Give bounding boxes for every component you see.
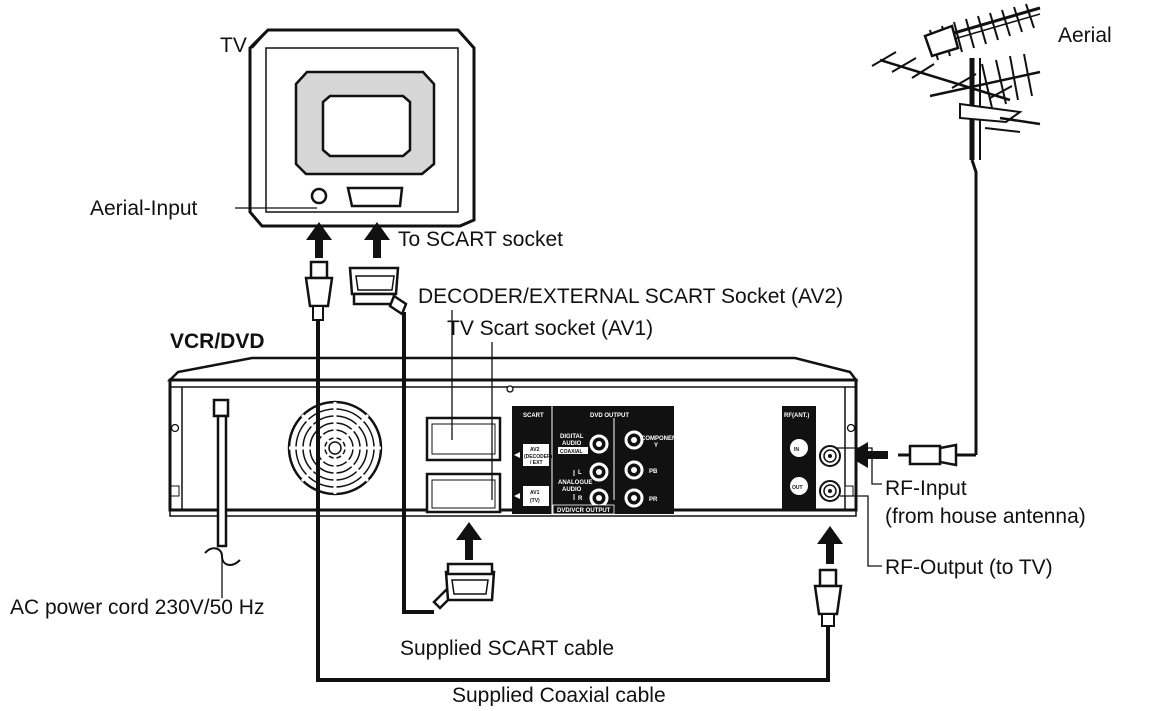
coax-plug-tv [304,260,334,321]
panel-analogue-label: ANALOGUE [558,480,592,486]
scart-socket-av1 [425,472,502,514]
rf-output-leader [840,495,882,567]
rf-input-leader [836,447,882,485]
tv-scart-arrow [364,222,390,258]
coax-cable-label: Supplied Coaxial cable [452,684,666,706]
aerial-label: Aerial [1058,24,1112,47]
to-scart-socket-label: To SCART socket [398,228,563,251]
panel-pb-label: PB [649,469,658,475]
panel-audio2-label: AUDIO [562,487,582,493]
panel-l-label: L [578,470,582,476]
panel-av1-label: AV1 [530,490,540,496]
rf-output-arrow [817,526,843,564]
coax-plug-vcr [813,568,843,627]
tv-set [248,28,476,228]
panel-component-label: COMPONENT [641,436,680,442]
rf-output-label: RF-Output (to TV) [885,556,1053,579]
panel-tv-label: (TV) [530,498,540,504]
aerial-input-label: Aerial-Input [90,197,198,220]
tv-label: TV [220,34,247,57]
vcr-dvd-label: VCR/DVD [170,330,265,353]
aerial-antenna [871,3,1041,445]
rf-panel: RF(ANT.) IN OUT [782,406,816,510]
connector-panel: SCART DVD OUTPUT AV2 (DECODER) / EXT AV1… [512,406,680,515]
rf-input-sub-label: (from house antenna) [885,505,1086,528]
rf-in-jack [819,445,841,467]
panel-y-label: Y [654,443,658,449]
panel-coaxial-label: COAXIAL [560,449,583,455]
ac-power-label: AC power cord 230V/50 Hz [10,596,264,619]
panel-r-label: R [578,496,583,502]
panel-scart-label: SCART [523,413,544,419]
tv-scart-label: TV Scart socket (AV1) [447,317,653,340]
scart-socket-av2 [425,416,502,462]
panel-dvd-output-label: DVD OUTPUT [590,413,629,419]
coaxial-cable [316,320,830,682]
panel-dvd-vcr-output-label: DVD/VCR OUTPUT [557,508,611,514]
rf-input-label: RF-Input [885,477,967,500]
scart-vcr-arrow [456,522,482,560]
scart-cable-label: Supplied SCART cable [400,637,614,660]
fan-grille [287,400,383,496]
panel-ext-label: / EXT [530,460,543,466]
panel-digital-label: DIGITAL [560,434,584,440]
panel-pr-label: PR [649,497,658,503]
panel-out-label: OUT [792,485,803,491]
panel-in-label: IN [794,447,799,453]
panel-audio-label: AUDIO [562,441,582,447]
panel-av2-label: AV2 [530,447,540,453]
scart-plug-vcr [432,562,496,610]
scart-cable [402,312,434,614]
ac-power-cord [204,398,241,598]
panel-rf-ant-label: RF(ANT.) [784,413,809,419]
aerial-plug [898,443,978,467]
tv-aerial-arrow [306,222,332,258]
decoder-scart-label: DECODER/EXTERNAL SCART Socket (AV2) [418,285,843,308]
tv-aerial-input-jack [310,187,328,205]
panel-decoder-label: (DECODER) [524,454,553,460]
tv-scart-socket [346,186,404,208]
rf-out-jack [819,480,841,502]
tv-screen [321,94,412,158]
scart-plug-tv [348,266,408,316]
